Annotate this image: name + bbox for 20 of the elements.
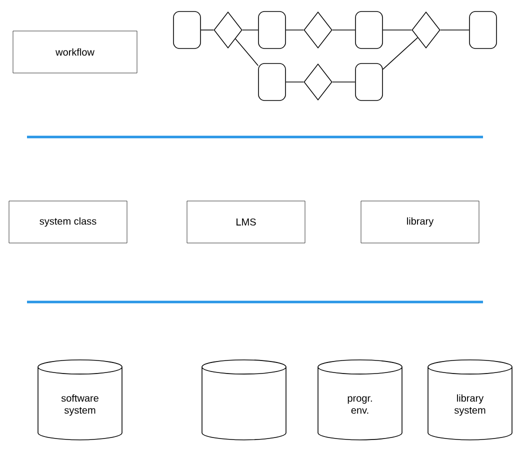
connector-line bbox=[235, 38, 258, 66]
process-box: system class bbox=[8, 200, 128, 244]
rounded-box bbox=[173, 11, 201, 49]
decision-diamond bbox=[214, 12, 242, 48]
decision-diamond bbox=[412, 12, 440, 48]
rounded-box bbox=[355, 63, 383, 101]
database-cylinder: progr. env. bbox=[318, 359, 402, 440]
database-cylinder bbox=[202, 359, 286, 440]
connector-line bbox=[382, 37, 418, 70]
decision-diamond bbox=[304, 64, 332, 100]
rounded-box bbox=[355, 11, 383, 49]
decision-diamond bbox=[304, 12, 332, 48]
database-cylinder: software system bbox=[38, 359, 122, 440]
database-cylinder: library system bbox=[428, 359, 512, 440]
process-box: library bbox=[360, 200, 480, 244]
process-box: workflow bbox=[12, 30, 138, 74]
rounded-box bbox=[258, 63, 286, 101]
process-box: LMS bbox=[186, 200, 306, 244]
rounded-box bbox=[469, 11, 497, 49]
rounded-box bbox=[258, 11, 286, 49]
